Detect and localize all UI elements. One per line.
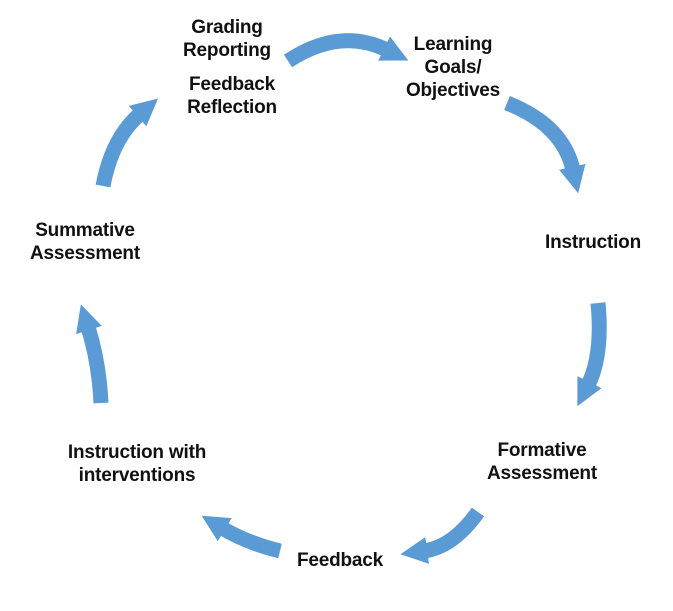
node-learning-goals-objectives: Learning Goals/ Objectives: [405, 34, 501, 101]
node-grading-reporting: Grading Reporting: [183, 17, 271, 61]
node-instruction-with-interventions: Instruction with interventions: [67, 442, 207, 486]
arrow-formative-to-feedback-icon: [400, 507, 485, 564]
node-feedback-reflection: Feedback Reflection: [187, 74, 277, 118]
arrow-goals-to-instruction-icon: [504, 96, 586, 194]
node-summative-assessment: Summative Assessment: [30, 220, 140, 264]
arrow-summative-to-reflection-icon: [95, 98, 159, 188]
arrow-grading-to-goals-icon: [283, 33, 409, 68]
node-formative-assessment: Formative Assessment: [487, 440, 597, 484]
arrow-interventions-to-summative-icon: [76, 304, 109, 404]
arrow-instruction-to-formative-icon: [577, 302, 607, 407]
arrow-feedback-to-interventions-icon: [201, 515, 282, 559]
node-feedback: Feedback: [296, 550, 384, 571]
node-instruction: Instruction: [545, 232, 641, 253]
